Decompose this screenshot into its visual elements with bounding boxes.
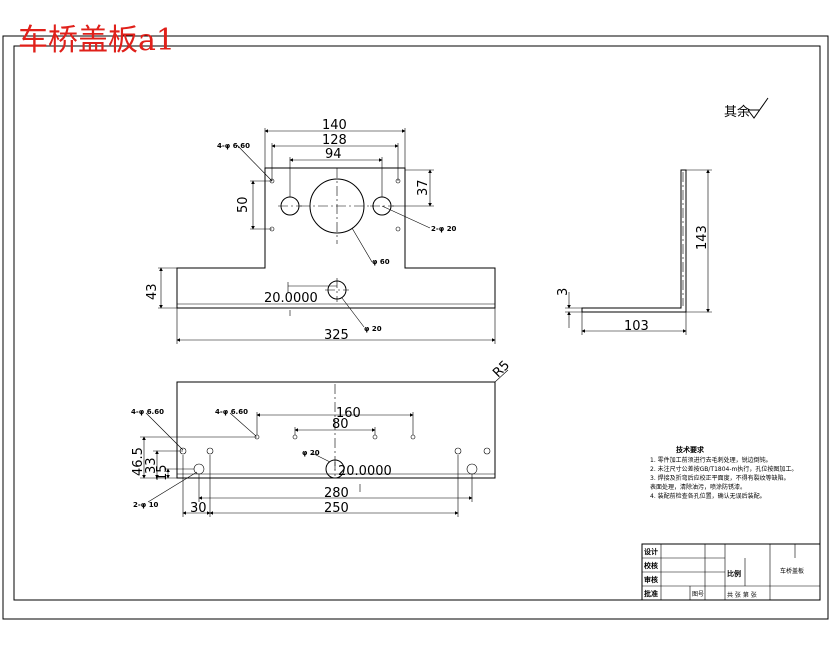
tech-requirements: 技术要求 1. 零件加工前须进行去毛刺处理，锐边倒钝。 2. 未注尺寸公差按GB… bbox=[650, 445, 797, 500]
tb-approve: 批准 bbox=[644, 589, 658, 598]
dim-46-5: 46.5 bbox=[131, 447, 146, 476]
inner-border bbox=[13, 45, 821, 601]
dim-280: 280 bbox=[324, 486, 349, 501]
dim-3: 3 bbox=[556, 288, 571, 296]
dim-128: 128 bbox=[322, 133, 347, 148]
callout-20-hole: φ 20 bbox=[364, 325, 382, 333]
dim-offset-bottom: 20.0000 bbox=[338, 464, 392, 479]
outer-border bbox=[2, 35, 829, 620]
dim-94: 94 bbox=[325, 147, 342, 162]
dim-325: 325 bbox=[324, 328, 349, 343]
dim-143: 143 bbox=[695, 225, 710, 250]
tech-req-line-1: 1. 零件加工前须进行去毛刺处理，锐边倒钝。 bbox=[650, 456, 772, 464]
dim-103: 103 bbox=[624, 319, 649, 334]
drawing-title: 车桥盖板a1 bbox=[18, 23, 175, 58]
front-view: 140 128 94 50 37 43 325 20.0000 bbox=[145, 118, 496, 344]
dim-160: 160 bbox=[336, 406, 361, 421]
callout-bottom-d: 2-φ 10 bbox=[133, 501, 159, 509]
callout-bottom-c: φ 20 bbox=[302, 449, 320, 457]
tech-req-line-5: 4. 装配前检查各孔位置，确认无误后装配。 bbox=[650, 492, 766, 500]
dim-140: 140 bbox=[322, 118, 347, 133]
dim-offset-front: 20.0000 bbox=[264, 291, 318, 306]
dim-r5: R5 bbox=[490, 358, 513, 381]
callout-bottom-a: 4-φ 6.60 bbox=[131, 408, 164, 416]
tb-design: 设计 bbox=[644, 547, 658, 556]
dim-250: 250 bbox=[324, 501, 349, 516]
tb-sheet: 共 张 第 张 bbox=[727, 591, 757, 599]
callout-2-holes: 2-φ 20 bbox=[431, 225, 457, 233]
tech-req-line-4: 表面处理，清除油污，喷涂防锈漆。 bbox=[650, 483, 746, 491]
callout-4-holes: 4-φ 6.60 bbox=[217, 142, 250, 150]
roughness-symbol bbox=[747, 97, 769, 119]
callout-60-hole: φ 60 bbox=[372, 258, 390, 266]
dim-33: 33 bbox=[144, 457, 159, 474]
roughness-note: 其余 bbox=[724, 104, 750, 120]
dim-30: 30 bbox=[190, 501, 207, 516]
dim-50: 50 bbox=[236, 196, 251, 213]
tb-scale: 比例 bbox=[727, 569, 741, 578]
callout-bottom-b: 4-φ 6.60 bbox=[215, 408, 248, 416]
side-view: 143 3 103 bbox=[556, 169, 712, 335]
dim-37: 37 bbox=[416, 179, 431, 196]
tech-req-line-3: 3. 焊接及折弯后应校正平面度，不得有裂纹等缺陷。 bbox=[650, 474, 790, 482]
tech-req-heading: 技术要求 bbox=[676, 445, 705, 454]
tb-part-name: 车桥盖板 bbox=[780, 567, 804, 575]
dim-80: 80 bbox=[332, 417, 349, 432]
tech-req-line-2: 2. 未注尺寸公差按GB/T1804-m执行，孔位按图加工。 bbox=[650, 465, 797, 473]
bottom-view: 160 80 46.5 33 15 280 250 30 R5 bbox=[131, 358, 513, 517]
title-block: 设计 校核 审核 批准 比例 车桥盖板 共 张 第 张 图号 bbox=[641, 543, 821, 601]
tb-check: 校核 bbox=[644, 561, 658, 570]
tb-audit: 审核 bbox=[644, 575, 658, 584]
dim-15: 15 bbox=[155, 464, 170, 481]
dim-43: 43 bbox=[145, 283, 160, 300]
tb-no: 图号 bbox=[692, 591, 704, 598]
